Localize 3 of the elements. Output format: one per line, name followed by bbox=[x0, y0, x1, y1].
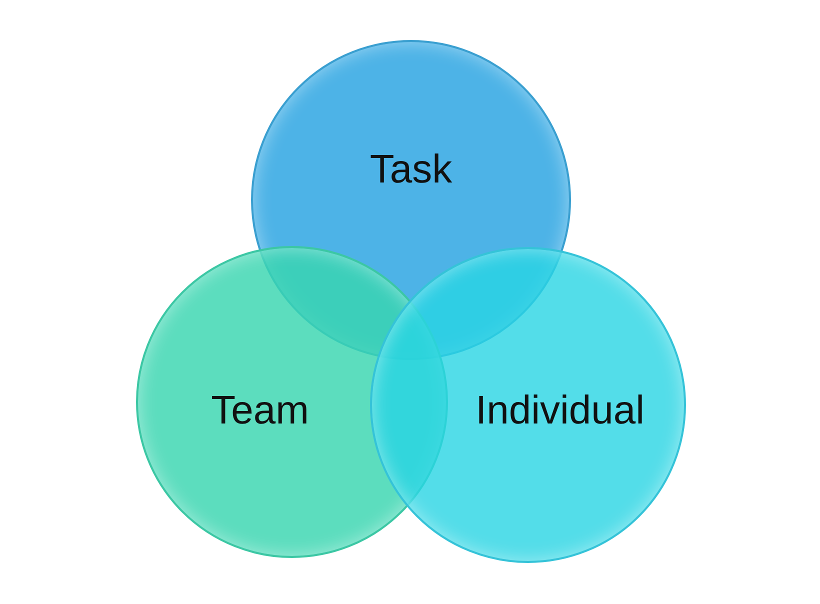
circle-label: Task bbox=[370, 148, 452, 192]
circle-label: Team bbox=[211, 388, 309, 434]
circle-label: Individual bbox=[476, 388, 644, 434]
